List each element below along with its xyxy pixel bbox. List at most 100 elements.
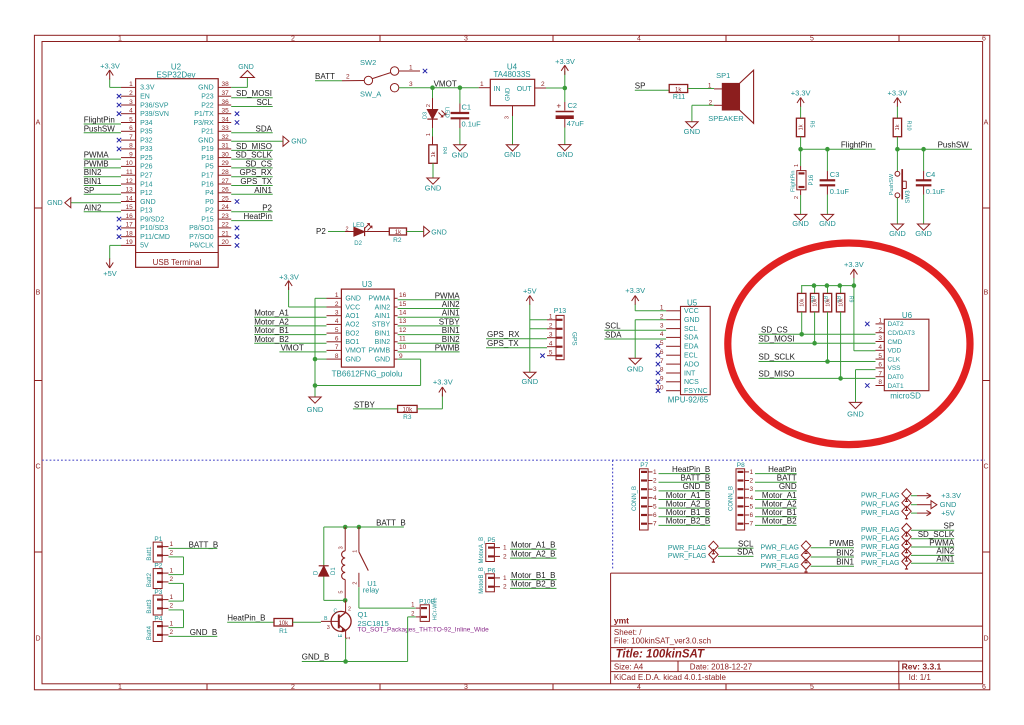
svg-text:GND: GND <box>198 137 214 144</box>
svg-text:VMOT: VMOT <box>281 343 304 352</box>
svg-text:AO2: AO2 <box>345 322 359 329</box>
svg-text:2: 2 <box>170 629 174 636</box>
svg-text:P3/RX: P3/RX <box>193 120 214 127</box>
svg-text:microSD: microSD <box>890 392 921 401</box>
svg-text:SW3: SW3 <box>905 190 911 204</box>
svg-text:P15: P15 <box>201 216 214 223</box>
svg-text:FlightPin: FlightPin <box>791 171 797 192</box>
svg-text:1: 1 <box>352 550 358 553</box>
svg-text:DAT2: DAT2 <box>888 321 905 328</box>
svg-text:VMOT: VMOT <box>434 79 457 88</box>
svg-text:U2: U2 <box>171 63 182 72</box>
svg-text:5: 5 <box>810 684 814 691</box>
svg-text:D3: D3 <box>423 112 429 119</box>
svg-text:AIN1: AIN1 <box>254 186 272 195</box>
svg-text:GND: GND <box>140 199 156 206</box>
svg-text:VSS: VSS <box>888 365 902 372</box>
svg-text:File: 100kinSAT_ver3.0.sch: File: 100kinSAT_ver3.0.sch <box>614 637 711 646</box>
svg-text:P36/SVP: P36/SVP <box>140 102 169 109</box>
svg-text:E: E <box>338 633 344 637</box>
svg-text:5: 5 <box>339 591 345 594</box>
svg-text:GND: GND <box>504 150 521 159</box>
svg-text:34: 34 <box>222 116 230 123</box>
svg-text:3: 3 <box>464 36 468 43</box>
svg-text:Rev: 3.3.1: Rev: 3.3.1 <box>902 662 942 672</box>
svg-text:B: B <box>984 290 989 297</box>
svg-text:Motor_B2_B: Motor_B2_B <box>511 580 555 589</box>
svg-text:GND: GND <box>375 356 391 363</box>
svg-text:1: 1 <box>346 637 352 640</box>
svg-text:+3.3V: +3.3V <box>941 491 961 500</box>
svg-text:GPS: GPS <box>571 332 578 346</box>
svg-text:13: 13 <box>399 318 407 325</box>
svg-text:SD_MOSI: SD_MOSI <box>236 89 272 98</box>
svg-text:BO2: BO2 <box>345 330 359 337</box>
svg-text:30: 30 <box>222 151 230 158</box>
svg-text:D1: D1 <box>331 567 337 575</box>
svg-text:SDA: SDA <box>684 335 699 342</box>
svg-text:SD_MISO: SD_MISO <box>236 142 272 151</box>
svg-text:D2: D2 <box>354 241 362 247</box>
svg-text:P11/CMD: P11/CMD <box>140 234 170 241</box>
svg-text:AIN1: AIN1 <box>936 555 954 564</box>
svg-text:P23: P23 <box>201 94 214 101</box>
svg-text:SP: SP <box>944 522 955 531</box>
svg-text:3: 3 <box>549 331 553 338</box>
svg-text:8: 8 <box>335 353 339 360</box>
svg-text:P33: P33 <box>140 146 153 153</box>
svg-text:P8: P8 <box>737 462 745 469</box>
svg-text:7: 7 <box>653 521 657 528</box>
svg-text:SDA: SDA <box>256 124 273 133</box>
svg-text:6: 6 <box>878 362 882 369</box>
svg-text:2: 2 <box>794 196 800 199</box>
svg-text:GND: GND <box>431 230 447 237</box>
svg-text:1: 1 <box>549 314 553 321</box>
svg-text:P6/CLK: P6/CLK <box>190 243 214 250</box>
svg-text:1: 1 <box>335 292 339 299</box>
svg-text:P32: P32 <box>140 137 153 144</box>
svg-text:7: 7 <box>129 134 133 141</box>
svg-text:MPU-92/65: MPU-92/65 <box>668 395 709 404</box>
svg-text:GPS_TX: GPS_TX <box>487 339 519 348</box>
svg-text:PushSW: PushSW <box>889 173 895 195</box>
svg-text:STBY: STBY <box>354 400 376 409</box>
svg-text:SCL: SCL <box>605 322 621 331</box>
svg-text:Batt4: Batt4 <box>147 625 153 640</box>
svg-text:P4: P4 <box>154 616 162 623</box>
svg-text:R2: R2 <box>393 237 402 244</box>
svg-text:P5: P5 <box>487 537 495 544</box>
svg-text:C2: C2 <box>568 101 578 110</box>
svg-text:P1: P1 <box>154 536 162 543</box>
svg-text:Motor_A1: Motor_A1 <box>254 309 289 318</box>
svg-text:OUT: OUT <box>517 86 533 93</box>
svg-text:7: 7 <box>878 370 882 377</box>
svg-text:1: 1 <box>129 81 133 88</box>
svg-text:FSYNC: FSYNC <box>684 388 708 395</box>
svg-text:1: 1 <box>794 164 800 167</box>
svg-text:B: B <box>324 616 328 622</box>
svg-text:6: 6 <box>660 349 664 356</box>
svg-text:R4: R4 <box>441 147 447 154</box>
svg-text:P4: P4 <box>205 190 214 197</box>
svg-text:1: 1 <box>118 36 122 43</box>
svg-text:2: 2 <box>709 100 713 107</box>
svg-text:1: 1 <box>170 594 174 601</box>
svg-text:2: 2 <box>170 603 174 610</box>
svg-text:Date: 2018-12-27: Date: 2018-12-27 <box>690 662 753 671</box>
svg-text:GPS_RX: GPS_RX <box>487 330 520 339</box>
svg-text:TA48033S: TA48033S <box>493 70 530 79</box>
svg-text:5: 5 <box>660 340 664 347</box>
svg-text:6: 6 <box>129 125 133 132</box>
svg-text:11: 11 <box>399 336 406 343</box>
svg-text:15: 15 <box>399 301 407 308</box>
svg-text:1: 1 <box>750 469 754 476</box>
svg-text:Motor_A1_B: Motor_A1_B <box>666 491 710 500</box>
svg-text:GND_B: GND_B <box>683 482 711 491</box>
svg-text:USB Terminal: USB Terminal <box>153 258 202 267</box>
svg-text:GND: GND <box>345 356 361 363</box>
svg-text:17: 17 <box>126 222 134 229</box>
svg-text:D: D <box>983 636 988 643</box>
svg-text:VDD: VDD <box>888 348 902 355</box>
svg-text:+5V: +5V <box>523 286 537 295</box>
svg-text:SCL: SCL <box>256 98 272 107</box>
